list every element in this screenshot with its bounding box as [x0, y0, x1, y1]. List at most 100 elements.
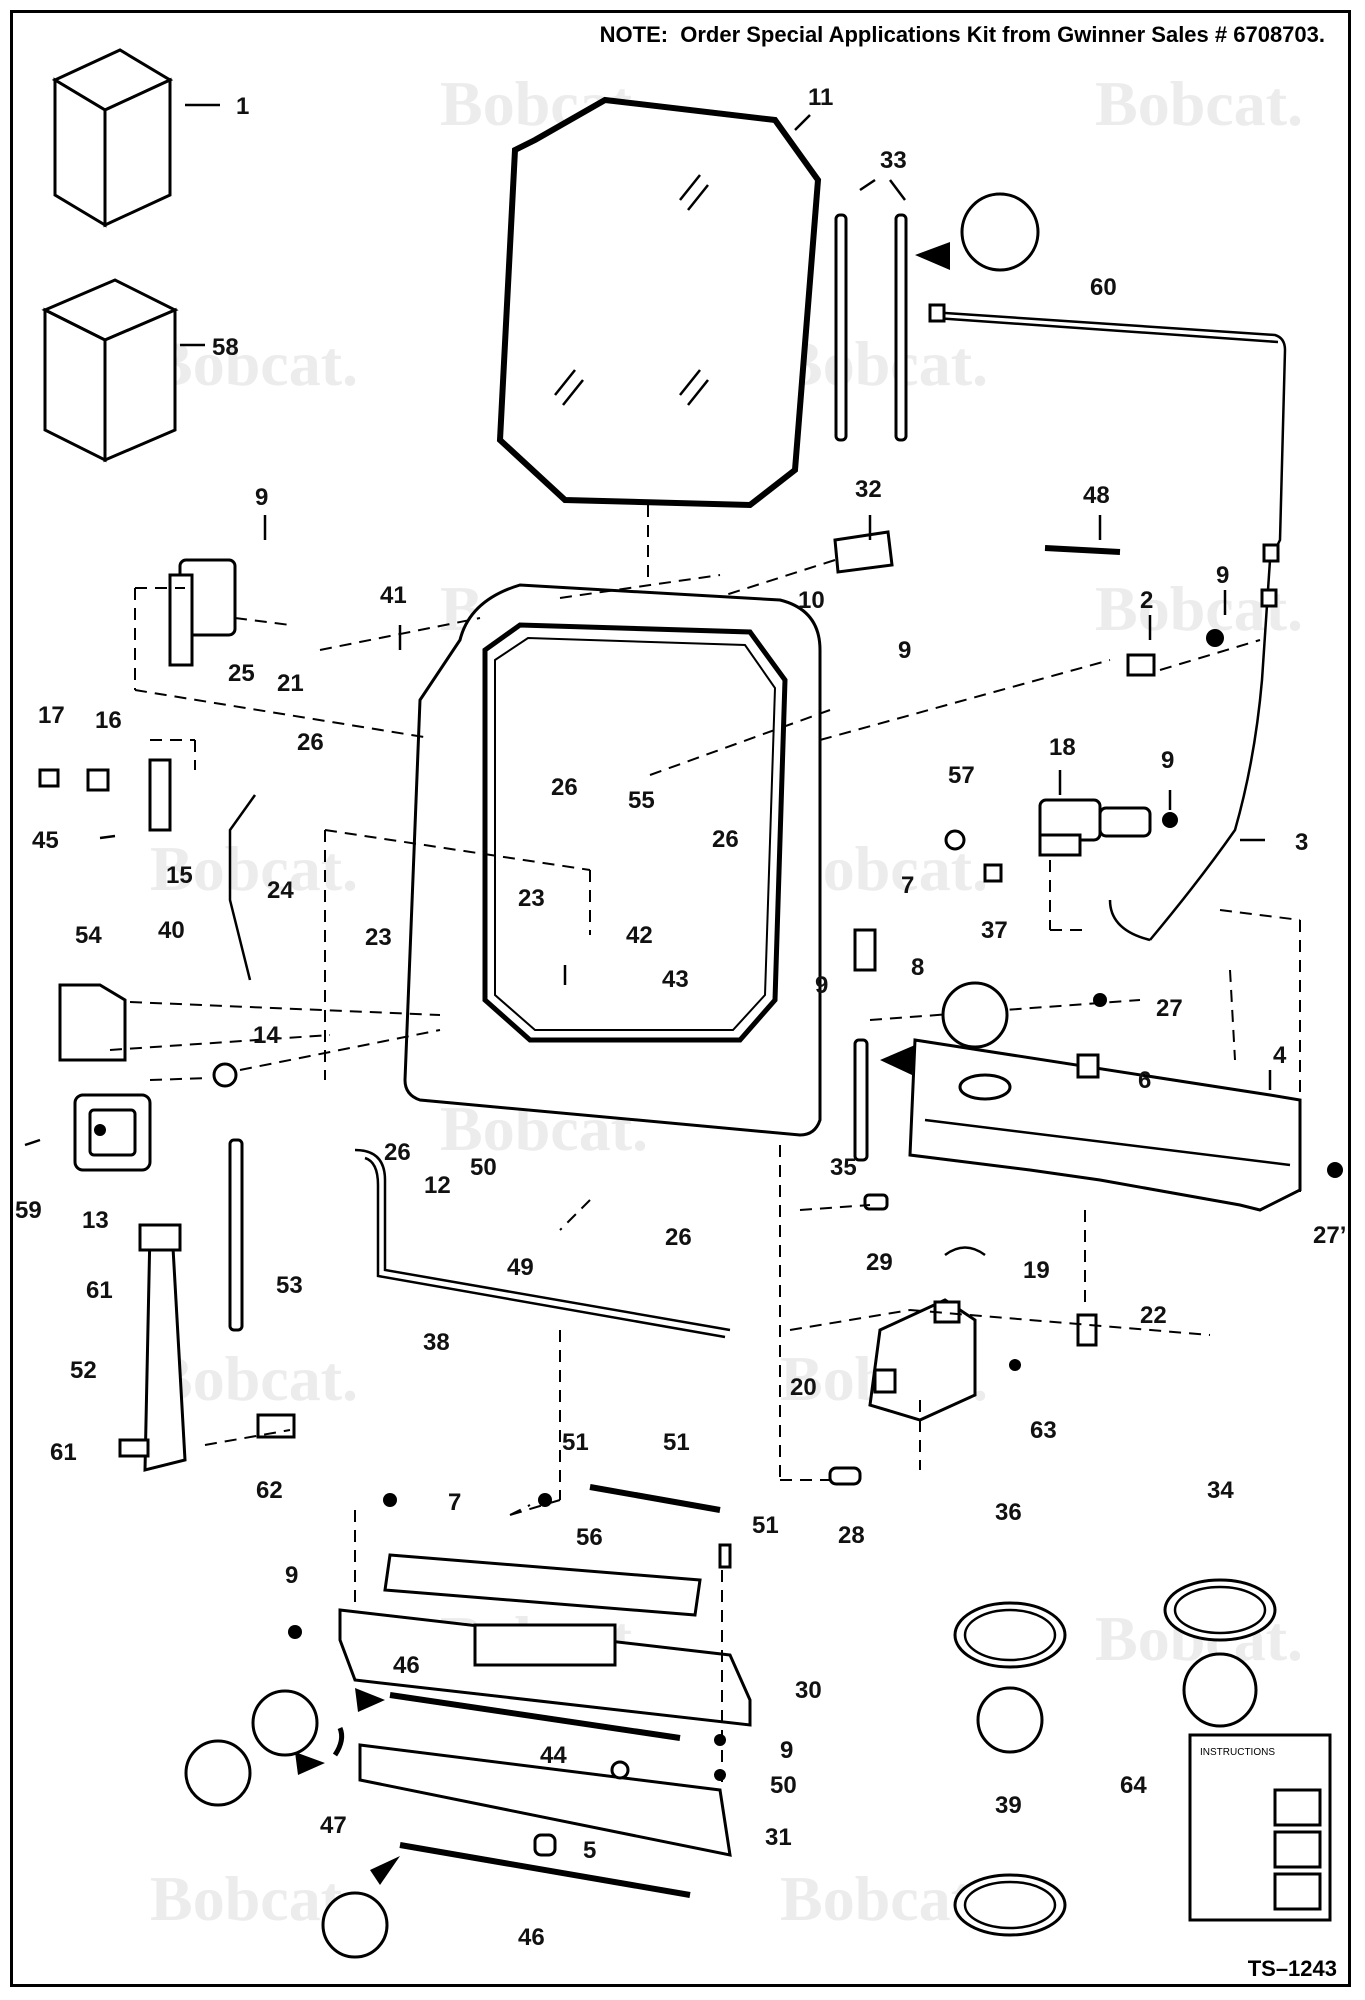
- callout: 20: [790, 1374, 817, 1401]
- instructions-sheet: INSTRUCTIONS: [1188, 1733, 1332, 1922]
- callout-labels: 1 58 11 33 60 9 32 48 41 10 9 2 9 25 21 …: [15, 84, 1346, 1951]
- callout: 23: [518, 885, 545, 912]
- callout: 24: [267, 877, 294, 904]
- watermark: Bobcat.: [150, 1343, 358, 1414]
- callout: 7: [901, 872, 914, 899]
- washer-reservoir: [779, 1145, 1211, 1481]
- callout: 32: [855, 476, 882, 503]
- callout: 58: [212, 334, 239, 361]
- callout: 10: [798, 587, 825, 614]
- motor-cover: [908, 993, 1343, 1212]
- kit-box-1: [51, 48, 220, 228]
- callout: 42: [626, 922, 653, 949]
- washer-hose: [928, 303, 1287, 942]
- callout: 30: [795, 1677, 822, 1704]
- callout: 19: [1023, 1257, 1050, 1284]
- callout: 29: [866, 1249, 893, 1276]
- callout: 9: [1161, 747, 1174, 774]
- callout: 9: [1216, 562, 1229, 589]
- callout: 26: [665, 1224, 692, 1251]
- callout: 40: [158, 917, 185, 944]
- callout: 59: [15, 1197, 42, 1224]
- striker-plate: [58, 983, 441, 1062]
- callout: 27’: [1313, 1222, 1346, 1249]
- door-frame: [403, 574, 1111, 1137]
- callout: 60: [1090, 274, 1117, 301]
- callout: 31: [765, 1824, 792, 1851]
- callout: 4: [1273, 1042, 1287, 1069]
- rubber-strip: [853, 981, 1009, 1162]
- note-label: NOTE:: [599, 22, 669, 47]
- watermark: Bobcat.: [780, 1863, 988, 1934]
- callout: 21: [277, 670, 304, 697]
- callout: 50: [770, 1772, 797, 1799]
- callout: 26: [712, 826, 739, 853]
- kit-box-58: [41, 278, 205, 463]
- callout: 22: [1140, 1302, 1167, 1329]
- callout: 14: [253, 1022, 280, 1049]
- callout: 44: [540, 1742, 567, 1769]
- callout: 12: [424, 1172, 451, 1199]
- callout: 27: [1156, 995, 1183, 1022]
- callout: 63: [1030, 1417, 1057, 1444]
- callout: 48: [1083, 482, 1110, 509]
- callout: 61: [50, 1439, 77, 1466]
- callout: 34: [1207, 1477, 1234, 1504]
- watermark: Bobcat.: [150, 833, 358, 904]
- callout: 1: [236, 93, 249, 120]
- latch-bracket: [134, 558, 481, 739]
- lower-panels: [288, 1493, 752, 1857]
- callout: 25: [228, 660, 255, 687]
- callout: 33: [880, 147, 907, 174]
- callout: 9: [815, 972, 828, 999]
- tube-fittings: [799, 1193, 889, 1486]
- small-hardware-right: [1044, 545, 1261, 677]
- callout: 23: [365, 924, 392, 951]
- callout: 9: [898, 637, 911, 664]
- callout: 36: [995, 1499, 1022, 1526]
- callout: 51: [752, 1512, 779, 1539]
- wiper-arm: [118, 1138, 296, 1472]
- callout: 5: [583, 1837, 596, 1864]
- glass-seal-strips: [834, 178, 1040, 442]
- callout: 39: [995, 1792, 1022, 1819]
- callout: 26: [297, 729, 324, 756]
- leader-lines: [263, 515, 1272, 1090]
- instructions-title: INSTRUCTIONS: [1200, 1747, 1275, 1758]
- callout: 47: [320, 1812, 347, 1839]
- callout: 46: [393, 1652, 420, 1679]
- callout: 41: [380, 582, 407, 609]
- callout: 45: [32, 827, 59, 854]
- callout: 55: [628, 787, 655, 814]
- callout: 46: [518, 1924, 545, 1951]
- callout: 6: [1138, 1067, 1151, 1094]
- seal-strips-lower: [184, 1688, 691, 1959]
- callout: 15: [166, 862, 193, 889]
- callout: 9: [285, 1562, 298, 1589]
- callout: 57: [948, 762, 975, 789]
- callout: 11: [808, 84, 833, 111]
- latch-hardware: [38, 739, 257, 981]
- callout: 26: [384, 1139, 411, 1166]
- callout: 17: [38, 702, 65, 729]
- note-text: Order Special Applications Kit from Gwin…: [680, 22, 1325, 47]
- wiper-motor: [853, 798, 1301, 1200]
- callout: 13: [82, 1207, 109, 1234]
- callout: 26: [551, 774, 578, 801]
- watermark: Bobcat.: [780, 328, 988, 399]
- coiled-seals: [953, 1578, 1277, 1937]
- callout: 37: [981, 917, 1008, 944]
- gas-spring: [509, 1484, 732, 1569]
- callout: 2: [1140, 587, 1153, 614]
- door-handle: [24, 1029, 441, 1172]
- watermark: Bobcat.: [1095, 68, 1303, 139]
- callout: 28: [838, 1522, 865, 1549]
- wiper-tube: [204, 829, 731, 1516]
- figure-id: TS–1243: [1247, 1956, 1337, 1981]
- callout: 18: [1049, 734, 1076, 761]
- callout: 8: [911, 954, 924, 981]
- callout: 38: [423, 1329, 450, 1356]
- callout: 54: [75, 922, 102, 949]
- watermark: Bobcat.: [150, 328, 358, 399]
